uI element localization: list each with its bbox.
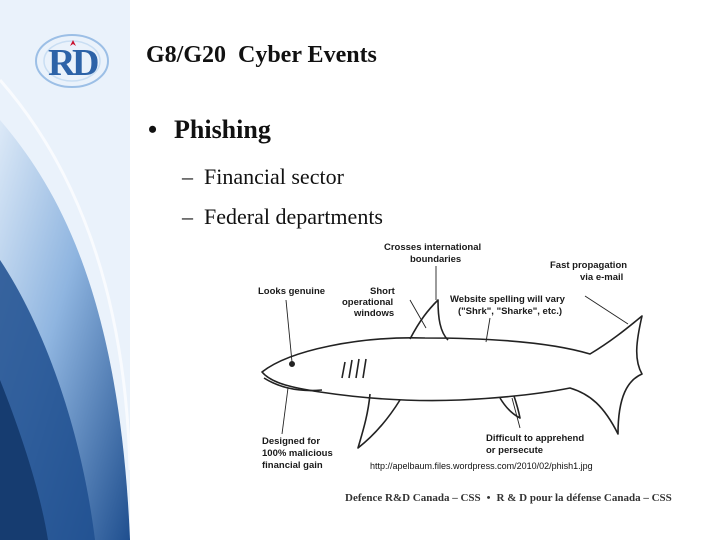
- footer: Defence R&D Canada – CSS • R & D pour la d…: [345, 492, 672, 504]
- label-short-1: Short: [370, 286, 396, 297]
- shark-illustration: Looks genuine Short operational windows …: [258, 242, 643, 471]
- svg-text:R: R: [48, 42, 76, 84]
- label-fast-2: via e-mail: [580, 272, 623, 283]
- shark-body: [261, 315, 643, 435]
- title-divider: [140, 92, 720, 94]
- label-crosses-1: Crosses international: [384, 242, 481, 253]
- label-fast-1: Fast propagation: [550, 260, 627, 271]
- page-title: G8/G20 Cyber Events: [146, 42, 377, 68]
- bullet-item: • Phishing: [148, 115, 271, 145]
- label-crosses-2: boundaries: [410, 254, 461, 265]
- shark-eye: [288, 361, 295, 368]
- sub-item: –Federal departments: [182, 204, 383, 230]
- image-source-url: http://apelbaum.files.wordpress.com/2010…: [370, 461, 593, 471]
- left-decorative-band: [0, 0, 130, 540]
- shark-mouth: [263, 377, 323, 392]
- rd-logo: R D: [35, 34, 109, 88]
- label-spelling-1: Website spelling will vary: [450, 294, 566, 305]
- shark-gill-slits: [341, 358, 367, 379]
- dash-icon: –: [182, 204, 193, 229]
- sub-item: –Financial sector: [182, 164, 344, 190]
- label-designed-3: financial gain: [262, 460, 323, 471]
- sub-item-text: Federal departments: [204, 204, 383, 229]
- shark-ventral-fin: [499, 395, 521, 419]
- label-short-3: windows: [353, 308, 394, 319]
- shark-pectoral-fin: [357, 393, 401, 449]
- footer-right-text: R & D pour la défense Canada – CSS: [496, 492, 672, 504]
- sub-item-text: Financial sector: [204, 164, 344, 189]
- label-spelling-2: ("Shrk", "Sharke", etc.): [458, 306, 562, 317]
- shark-dorsal-fin: [409, 299, 449, 341]
- label-difficult-1: Difficult to apprehend: [486, 433, 584, 444]
- label-looks-genuine: Looks genuine: [258, 286, 325, 297]
- label-difficult-2: or persecute: [486, 445, 543, 456]
- svg-text:D: D: [72, 42, 99, 84]
- label-designed-2: 100% malicious: [262, 448, 333, 459]
- footer-left-text: Defence R&D Canada – CSS: [345, 492, 481, 504]
- label-short-2: operational: [342, 297, 393, 308]
- bullet-text: Phishing: [174, 115, 271, 144]
- label-designed-1: Designed for: [262, 436, 320, 447]
- footer-separator: •: [486, 492, 491, 504]
- dash-icon: –: [182, 164, 193, 189]
- bullet-dot-icon: •: [148, 115, 158, 144]
